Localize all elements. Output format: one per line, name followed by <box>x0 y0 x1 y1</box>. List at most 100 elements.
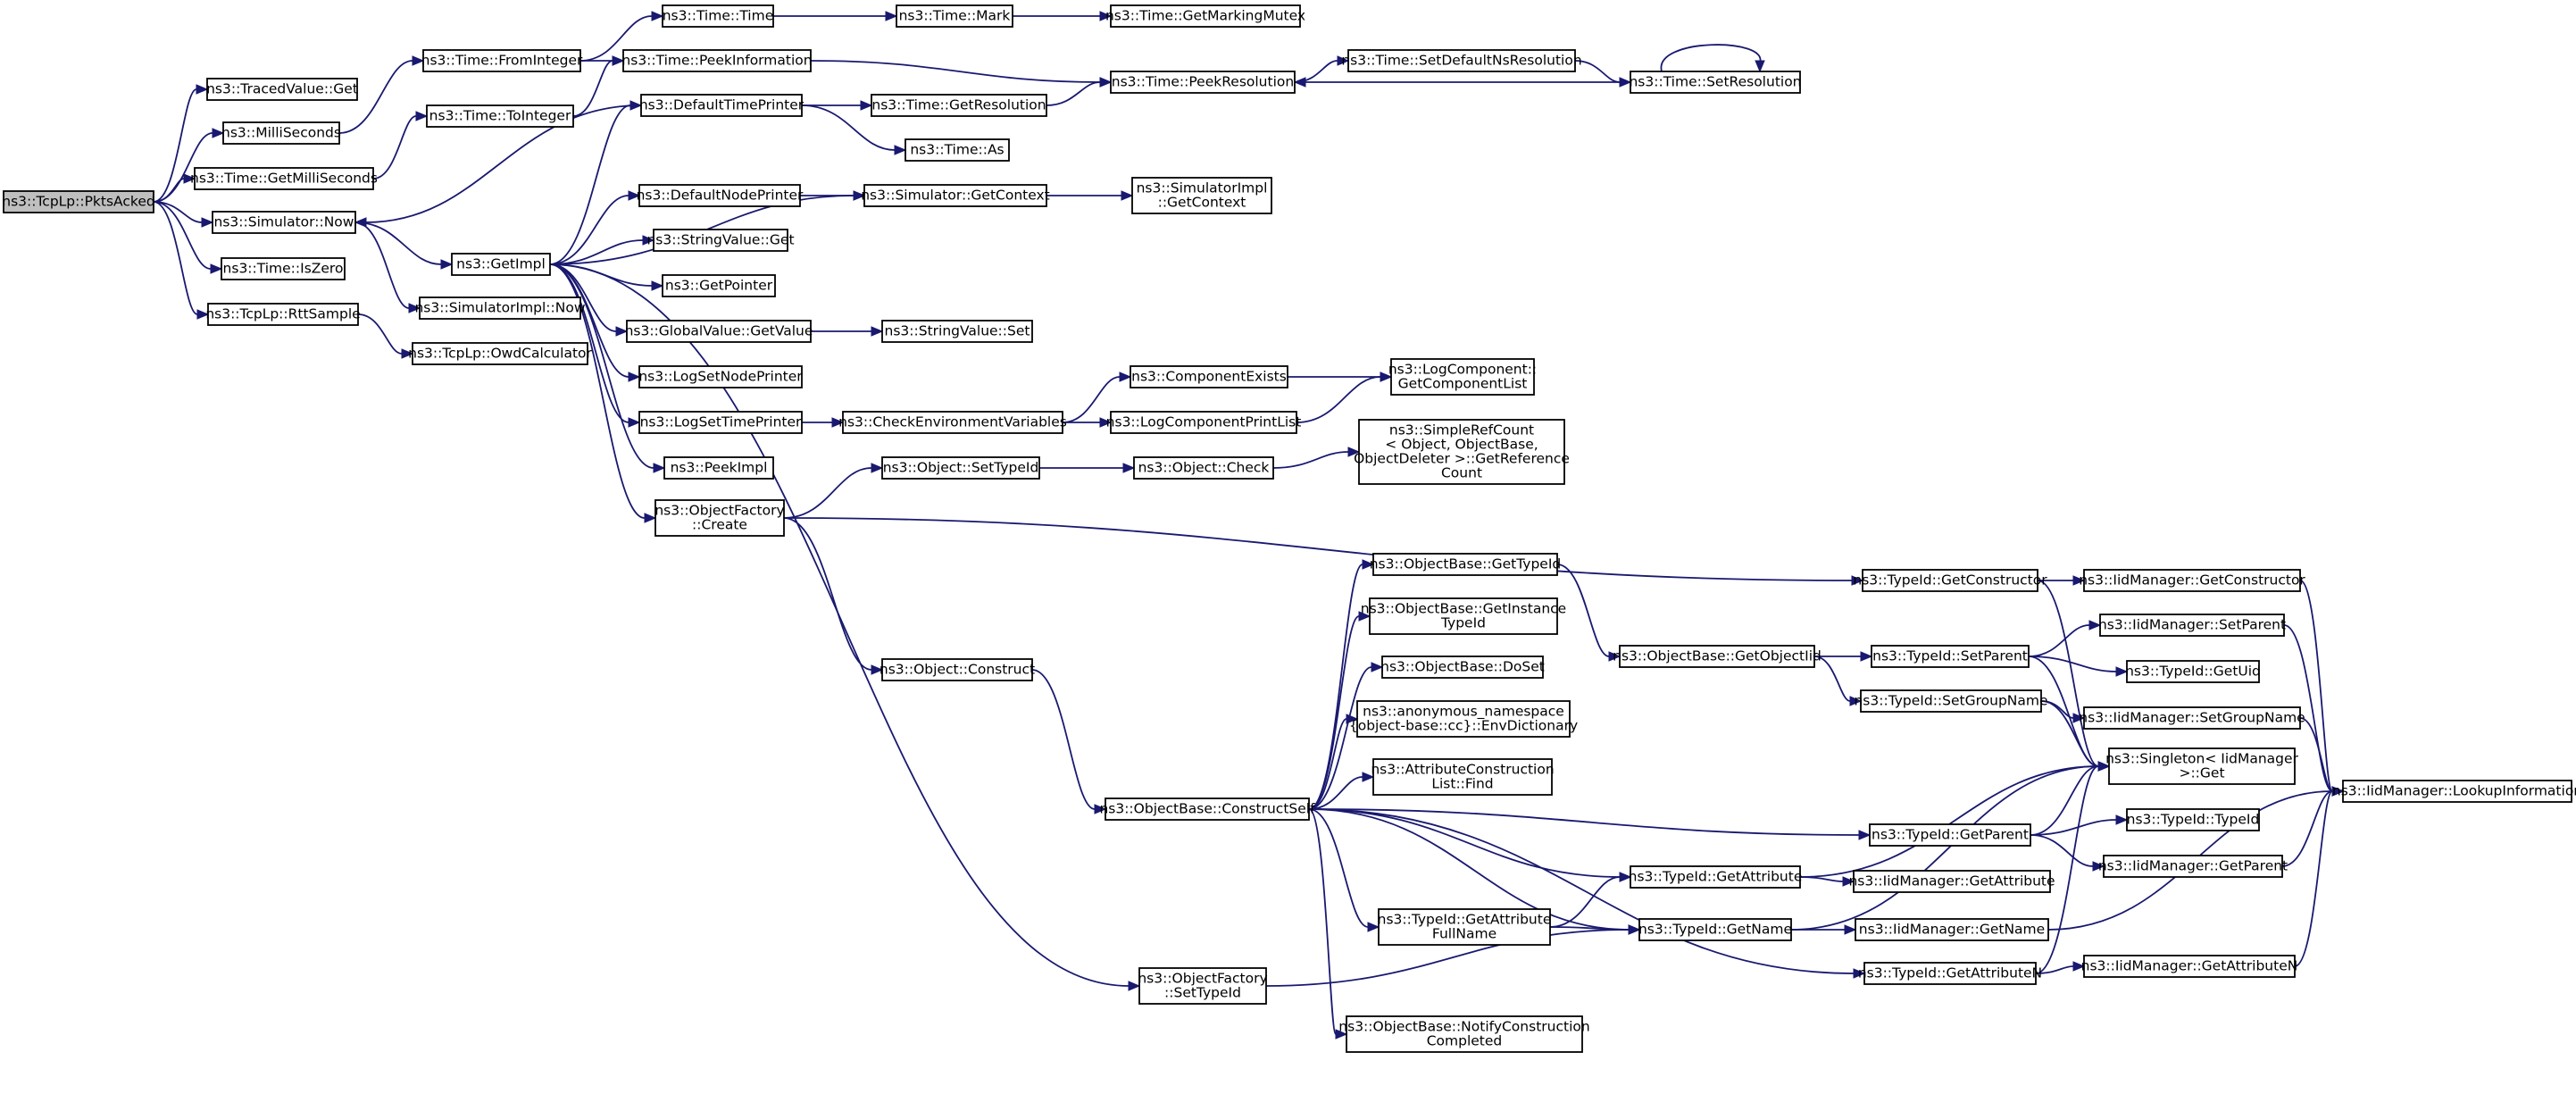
node-owd[interactable]: ns3::TcpLp::OwdCalculator <box>408 342 592 365</box>
node-implNow[interactable]: ns3::SimulatorImpl::Now <box>414 296 586 320</box>
node-singleton[interactable]: ns3::Singleton< IidManager >::Get <box>2105 747 2299 785</box>
node-box <box>1369 597 1558 635</box>
node-mark[interactable]: ns3::Time::Mark <box>896 4 1013 28</box>
node-isZero[interactable]: ns3::Time::IsZero <box>221 257 346 280</box>
node-tidGetParent[interactable]: ns3::TypeId::GetParent <box>1869 823 2031 847</box>
node-iidGetCtor[interactable]: ns3::IidManager::GetConstructor <box>2079 569 2305 592</box>
node-box <box>194 167 374 190</box>
node-checkEnv[interactable]: ns3::CheckEnvironmentVariables <box>838 411 1067 434</box>
node-getRes[interactable]: ns3::Time::GetResolution <box>871 94 1047 117</box>
node-construct[interactable]: ns3::ObjectBase::ConstructSelf <box>1099 797 1315 821</box>
node-fromInt[interactable]: ns3::Time::FromInteger <box>421 49 583 72</box>
node-label: ns3::CheckEnvironmentVariables <box>838 414 1067 430</box>
node-iidGetName[interactable]: ns3::IidManager::GetName <box>1855 918 2049 941</box>
node-label: ::GetContext <box>1158 195 1246 211</box>
node-obGetOid[interactable]: ns3::ObjectBase::GetObjectIid <box>1613 645 1822 668</box>
node-tidGetAttr[interactable]: ns3::TypeId::GetAttribute <box>1629 865 1803 889</box>
node-peekImpl[interactable]: ns3::PeekImpl <box>663 456 774 480</box>
node-iidLookup[interactable]: ns3::IidManager::LookupInformation <box>2332 780 2576 803</box>
node-iidSetGroup[interactable]: ns3::IidManager::SetGroupName <box>2079 706 2305 730</box>
node-box <box>1862 569 2038 592</box>
edge-layer <box>153 11 2345 1040</box>
node-globGet[interactable]: ns3::GlobalValue::GetValue <box>625 320 813 343</box>
node-label: ns3::ObjectFactory <box>654 503 784 519</box>
node-tidGetName[interactable]: ns3::TypeId::GetName <box>1638 918 1792 941</box>
node-strSet[interactable]: ns3::StringValue::Set <box>881 320 1033 343</box>
edge-tidGetAttr-to-singleton <box>1799 761 2111 878</box>
node-milli[interactable]: ns3::MilliSeconds <box>221 121 341 145</box>
node-markMutex[interactable]: ns3::Time::GetMarkingMutex <box>1105 4 1305 28</box>
edge-construct-to-tidGetAttr <box>1308 808 1632 882</box>
node-compExists[interactable]: ns3::ComponentExists <box>1130 365 1288 388</box>
node-peekInfo[interactable]: ns3::Time::PeekInformation <box>621 49 813 72</box>
node-objCheck[interactable]: ns3::Object::Check <box>1133 456 1274 480</box>
node-label: ns3::AttributeConstruction <box>1371 762 1554 778</box>
node-iidSetParent[interactable]: ns3::IidManager::SetParent <box>2098 614 2286 637</box>
node-timeAs[interactable]: ns3::Time::As <box>905 138 1010 162</box>
node-iidGetAttrN[interactable]: ns3::IidManager::GetAttributeN <box>2081 955 2298 978</box>
node-simNow[interactable]: ns3::Simulator::Now <box>212 211 356 234</box>
node-defTime[interactable]: ns3::DefaultTimePrinter <box>639 94 804 117</box>
node-refCount[interactable]: ns3::SimpleRefCount< Object, ObjectBase,… <box>1354 419 1570 485</box>
node-tidSetGroup[interactable]: ns3::TypeId::SetGroupName <box>1854 689 2048 713</box>
node-implCtx[interactable]: ns3::SimulatorImpl::GetContext <box>1131 177 1272 214</box>
node-box <box>653 229 788 252</box>
node-tidGetCtor[interactable]: ns3::TypeId::GetConstructor <box>1853 569 2047 592</box>
edge-tidGetAttrFull-to-tidGetName <box>1549 924 1641 935</box>
node-rtt[interactable]: ns3::TcpLp::RttSample <box>205 303 361 326</box>
node-setRes[interactable]: ns3::Time::SetResolution <box>1629 71 1802 94</box>
node-label: ns3::LogSetTimePrinter <box>640 414 802 430</box>
node-getImpl[interactable]: ns3::GetImpl <box>451 253 551 276</box>
node-tidSetParent[interactable]: ns3::TypeId::SetParent <box>1871 645 2030 668</box>
node-box <box>896 4 1013 28</box>
node-ofCreate[interactable]: ns3::ObjectFactory::Create <box>654 499 785 537</box>
node-timeTime[interactable]: ns3::Time::Time <box>662 4 774 28</box>
edge-logPrint-to-logCompList <box>1296 372 1393 423</box>
node-label: ns3::Time::ToInteger <box>429 108 571 124</box>
node-obNotify[interactable]: ns3::ObjectBase::NotifyConstructionCompl… <box>1338 1015 1590 1053</box>
node-iidGetParent[interactable]: ns3::IidManager::GetParent <box>2098 855 2288 878</box>
node-obDoSet[interactable]: ns3::ObjectBase::DoSet <box>1380 656 1545 679</box>
node-logNode[interactable]: ns3::LogSetNodePrinter <box>638 365 803 388</box>
node-ofSetTid[interactable]: ns3::ObjectFactory::SetTypeId <box>1138 967 1268 1005</box>
node-tidTypeId[interactable]: ns3::TypeId::TypeId <box>2126 808 2260 831</box>
node-logTime[interactable]: ns3::LogSetTimePrinter <box>638 411 803 434</box>
node-iidGetAttr[interactable]: ns3::IidManager::GetAttribute <box>1848 870 2055 893</box>
node-tracedGet[interactable]: ns3::TracedValue::Get <box>206 78 358 101</box>
node-objSetTid[interactable]: ns3::Object::SetTypeId <box>881 456 1040 480</box>
node-label: List::Find <box>1431 776 1493 792</box>
node-simCtx[interactable]: ns3::Simulator::GetContext <box>861 184 1050 207</box>
node-getPtr[interactable]: ns3::GetPointer <box>662 274 776 297</box>
node-envDict[interactable]: ns3::anonymous_namespace{object-base::cc… <box>1349 700 1578 738</box>
node-box <box>1358 419 1565 485</box>
node-peekRes[interactable]: ns3::Time::PeekResolution <box>1110 71 1296 94</box>
node-layer: ns3::TcpLp::PktsAcked ns3::TracedValue::G… <box>2 4 2576 1053</box>
node-box <box>626 320 812 343</box>
edge-fromInt-to-timeTime <box>579 11 664 62</box>
node-obGetTid[interactable]: ns3::ObjectBase::GetTypeId <box>1370 553 1562 576</box>
node-tidGetUid[interactable]: ns3::TypeId::GetUid <box>2125 660 2261 683</box>
node-label: ns3::SimulatorImpl <box>1137 180 1268 196</box>
node-root[interactable]: ns3::TcpLp::PktsAcked <box>2 190 155 213</box>
node-objConstruct[interactable]: ns3::Object::Construct <box>880 658 1035 681</box>
node-strGet[interactable]: ns3::StringValue::Get <box>646 229 795 252</box>
edge-objSetTid-to-objCheck <box>1039 463 1136 473</box>
node-label: ns3::Time::SetDefaultNsResolution <box>1341 53 1581 69</box>
node-getMilli[interactable]: ns3::Time::GetMilliSeconds <box>190 167 378 190</box>
node-logCompList[interactable]: ns3::LogComponent::GetComponentList <box>1388 358 1537 396</box>
node-label: ns3::Time::Mark <box>899 8 1011 24</box>
node-setDefNs[interactable]: ns3::Time::SetDefaultNsResolution <box>1341 49 1582 72</box>
node-logPrint[interactable]: ns3::LogComponentPrintList <box>1106 411 1302 434</box>
node-tidGetAttrN[interactable]: ns3::TypeId::GetAttributeN <box>1858 962 2042 985</box>
node-box <box>3 190 154 213</box>
node-box <box>1378 908 1551 946</box>
node-label: ns3::SimulatorImpl::Now <box>414 300 585 316</box>
node-label: ns3::TcpLp::PktsAcked <box>2 194 154 210</box>
node-box <box>2083 569 2301 592</box>
node-defNode[interactable]: ns3::DefaultNodePrinter <box>637 184 804 207</box>
node-toInt[interactable]: ns3::Time::ToInteger <box>426 104 574 128</box>
node-box <box>1110 71 1296 94</box>
